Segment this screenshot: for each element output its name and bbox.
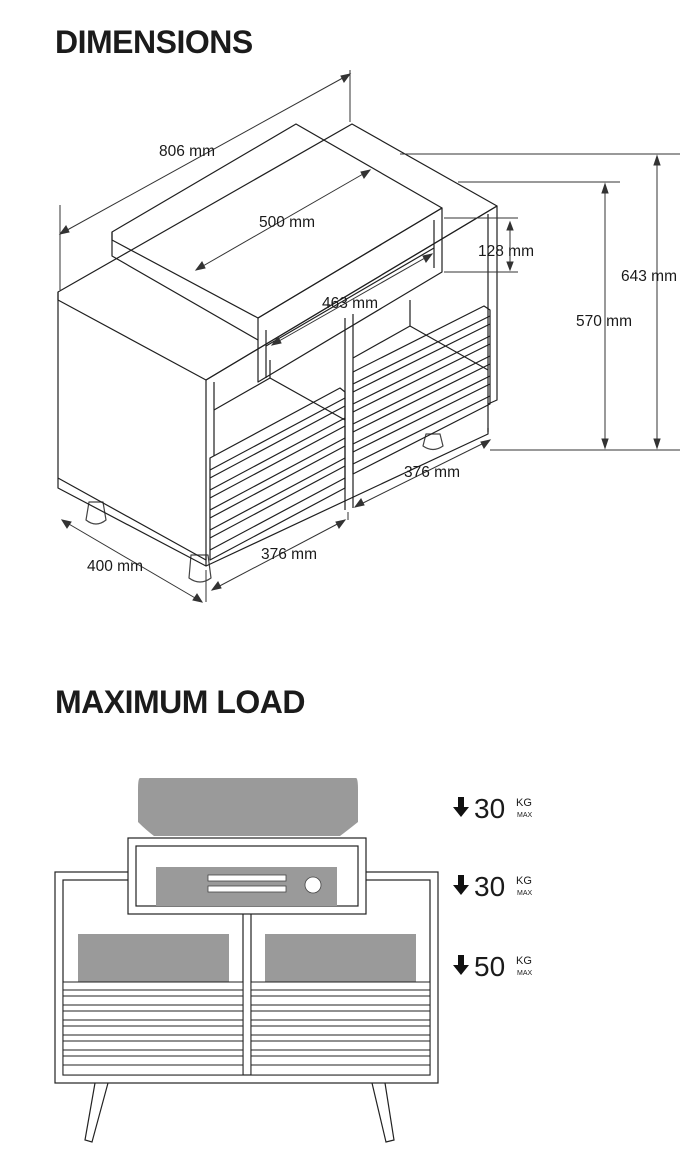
dim-body-height: 570 mm: [576, 313, 632, 330]
load-unit-cabinet: KG: [516, 955, 532, 967]
maximum-load-title: MAXIMUM LOAD: [55, 684, 305, 720]
load-unit-top: KG: [516, 797, 532, 809]
load-box-left: [78, 934, 229, 982]
dim-depth: 400 mm: [87, 558, 143, 575]
door-left: [62, 981, 244, 1076]
door-right: [250, 981, 431, 1076]
load-value-cabinet: 50: [474, 951, 505, 982]
load-value-top: 30: [474, 793, 505, 824]
dimensions-title: DIMENSIONS: [55, 24, 253, 60]
load-box-right: [265, 934, 416, 982]
leg-left: [84, 1082, 109, 1143]
dim-compartment-left: 376 mm: [261, 546, 317, 563]
dim-top-shelf-width: 500 mm: [259, 214, 315, 231]
load-diagram: [54, 778, 439, 1143]
arrow-down-icon: [453, 797, 469, 817]
load-qualifier-shelf: MAX: [517, 890, 533, 897]
load-value-shelf: 30: [474, 871, 505, 902]
shelf-unit-front: [257, 216, 443, 383]
dim-shelf-inner-width: 463 mm: [322, 295, 378, 312]
arrow-down-icon: [453, 955, 469, 975]
dim-shelf-height: 128 mm: [478, 243, 534, 260]
leg-back-right: [422, 433, 444, 451]
arrow-down-icon: [453, 875, 469, 895]
load-unit-shelf: KG: [516, 875, 532, 887]
leg-front-right: [188, 554, 212, 583]
dim-compartment-right: 376 mm: [404, 464, 460, 481]
leg-front-left: [85, 501, 107, 525]
body-left-side: [57, 300, 207, 561]
slat-door-right: [352, 305, 491, 475]
dim-total-height: 643 mm: [621, 268, 677, 285]
load-qualifier-cabinet: MAX: [517, 970, 533, 977]
dim-total-width: 806 mm: [159, 143, 215, 160]
slat-door-left: [209, 387, 346, 561]
leg-right: [371, 1082, 395, 1143]
load-qualifier-top: MAX: [517, 812, 533, 819]
top-load-object: [138, 778, 358, 836]
